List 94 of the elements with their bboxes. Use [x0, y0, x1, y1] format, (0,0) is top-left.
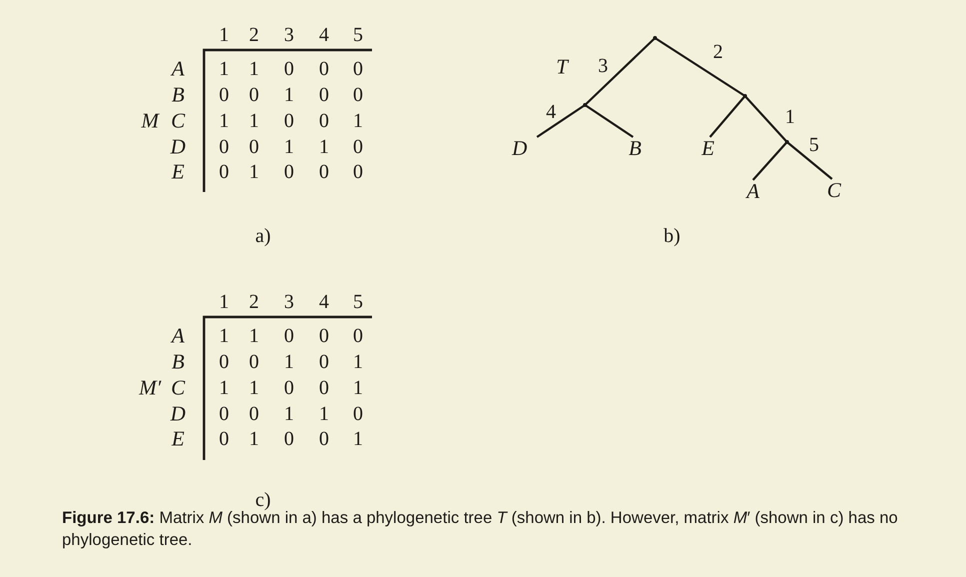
matrix-entry: M′ — [138, 378, 162, 398]
matrix-entry: 0 — [353, 59, 363, 79]
matrix-entry: E — [172, 428, 184, 450]
matrix-entry: 1 — [319, 137, 329, 157]
matrix-entry: a) — [255, 226, 271, 246]
matrix-entry: 5 — [353, 25, 363, 45]
matrix-entry: 0 — [249, 137, 259, 157]
matrix-entry: 1 — [284, 137, 294, 157]
tree-branch — [584, 104, 634, 138]
leaf-label: D — [512, 137, 540, 160]
matrix-entry: 0 — [284, 162, 294, 182]
matrix-entry: 0 — [249, 85, 259, 105]
matrix-entry: 0 — [284, 111, 294, 131]
leaf-label: A — [743, 180, 763, 204]
matrix-entry: 1 — [219, 292, 229, 312]
matrix-entry: D — [170, 404, 186, 424]
junction-point — [583, 103, 587, 107]
matrix-entry: 0 — [353, 85, 363, 105]
matrix-entry: D — [170, 136, 186, 158]
matrix-entry: 0 — [284, 378, 294, 398]
matrix-entry: 1 — [284, 352, 294, 372]
matrix-entry: 1 — [249, 326, 259, 346]
matrix-entry: 0 — [284, 59, 294, 79]
tree-branch — [744, 95, 788, 143]
matrix-entry: 0 — [219, 85, 229, 105]
matrix-entry: 1 — [219, 326, 229, 346]
matrix-entry: 0 — [219, 404, 229, 424]
matrix-entry: 0 — [319, 85, 329, 105]
matrix-entry: 4 — [319, 292, 329, 312]
matrix-entry: 1 — [219, 59, 229, 79]
leaf-label: B — [625, 137, 645, 160]
matrix-entry: 1 — [319, 404, 329, 424]
matrix-entry: c) — [255, 490, 271, 510]
matrix-entry: 1 — [249, 111, 259, 131]
matrix-entry: 0 — [353, 137, 363, 157]
matrix-entry: 0 — [319, 111, 329, 131]
tree-branch — [709, 95, 746, 138]
matrix-entry: 2 — [249, 25, 259, 45]
matrix-entry: 0 — [249, 352, 259, 372]
matrix-entry: b) — [664, 226, 680, 246]
matrix-entry: 1 — [353, 352, 363, 372]
matrix-entry: E — [172, 162, 184, 182]
matrix-entry: 1 — [353, 378, 363, 398]
matrix-entry: 1 — [284, 404, 294, 424]
leaf-label: C — [824, 179, 844, 202]
tree-branch — [536, 104, 586, 138]
junction-point — [653, 36, 657, 40]
matrix-entry: 0 — [319, 326, 329, 346]
matrix-entry: 1 — [249, 59, 259, 79]
matrix-entry: 4 — [319, 25, 329, 45]
matrix-entry: 0 — [319, 59, 329, 79]
junction-point — [743, 94, 747, 98]
matrix-entry: 1 — [219, 111, 229, 131]
matrix-entry: A — [172, 58, 184, 80]
matrix-entry: T — [556, 56, 568, 78]
matrix-entry: B — [172, 84, 184, 106]
matrix-entry: M — [141, 110, 159, 132]
matrix-entry: 1 — [219, 25, 229, 45]
junction-point — [785, 140, 789, 144]
matrix-entry: 1 — [249, 429, 259, 449]
matrix-entry: 0 — [319, 162, 329, 182]
matrix-entry: 0 — [219, 162, 229, 182]
matrix-entry: 0 — [219, 352, 229, 372]
matrix-entry: 0 — [219, 429, 229, 449]
tree-branch — [786, 141, 833, 180]
matrix-entry: 1 — [353, 111, 363, 131]
tree-branch — [752, 141, 788, 181]
matrix-entry: 0 — [219, 137, 229, 157]
matrix-entry: 0 — [353, 162, 363, 182]
matrix-entry: 3 — [284, 292, 294, 312]
tree-branch — [584, 37, 656, 106]
matrix-entry: 0 — [284, 326, 294, 346]
matrix-entry: 0 — [353, 404, 363, 424]
matrix-entry: C — [171, 110, 185, 132]
matrix-entry: 3 — [284, 25, 294, 45]
tree-branch — [654, 37, 746, 97]
matrix-entry: 1 — [219, 378, 229, 398]
matrix-entry: 0 — [249, 404, 259, 424]
matrix-entry: 1 — [249, 378, 259, 398]
matrix-entry: 0 — [353, 326, 363, 346]
matrix-entry: B — [172, 352, 184, 372]
matrix-entry: 1 — [284, 85, 294, 105]
matrix-entry: A — [172, 326, 184, 346]
figure-caption: Figure 17.6: Matrix M (shown in a) has a phylogenetic tree T (shown in b). However, matrix M′ (shown in c) has no phylogenetic tree. — [62, 509, 899, 552]
matrix-entry: 0 — [319, 352, 329, 372]
matrix-entry: 0 — [284, 429, 294, 449]
matrix-entry: 0 — [319, 429, 329, 449]
matrix-entry: 1 — [249, 162, 259, 182]
matrix-entry: C — [171, 378, 185, 398]
matrix-entry: 2 — [249, 292, 259, 312]
matrix-entry: 5 — [353, 292, 363, 312]
matrix-entry: 1 — [353, 429, 363, 449]
matrix-entry: 0 — [319, 378, 329, 398]
leaf-label: E — [698, 137, 718, 160]
